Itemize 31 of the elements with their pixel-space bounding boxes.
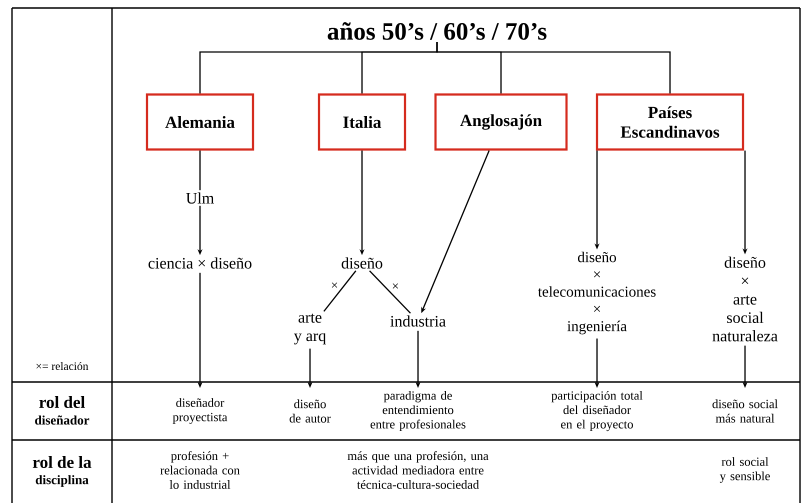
country-box: Países Escandinavos bbox=[596, 93, 744, 151]
connector-line bbox=[369, 270, 411, 314]
table-cell: participación total del diseñador en el proyecto bbox=[551, 390, 643, 432]
concept-text: Ulm bbox=[186, 192, 214, 204]
concept-text: arte y arq bbox=[294, 314, 326, 344]
concept-text: diseño × arte social naturaleza bbox=[712, 256, 778, 342]
row-header: diseñador bbox=[35, 415, 90, 425]
table-cell: más que una profesión, una actividad mediadora entre técnica-cultura-sociedad bbox=[348, 451, 488, 489]
table-cell: rol social y sensible bbox=[720, 457, 770, 483]
table-cell: diseñador proyectista bbox=[172, 398, 228, 424]
table-cell: paradigma de entendimiento entre profesionales bbox=[370, 390, 466, 432]
legend-note: ×= relación bbox=[36, 362, 88, 370]
country-box: Anglosajón bbox=[434, 93, 568, 151]
title: años 50’s / 60’s / 70’s bbox=[328, 22, 546, 40]
row-header: disciplina bbox=[36, 475, 89, 487]
table-cell: profesión + relacionada con lo industrial bbox=[160, 451, 240, 489]
edge-label: × bbox=[330, 282, 339, 290]
row-header: rol del bbox=[39, 396, 85, 408]
table-cell: diseño social más natural bbox=[712, 399, 778, 423]
country-box: Alemania bbox=[146, 93, 254, 151]
country-box: Italia bbox=[318, 93, 406, 151]
row-header: rol de la bbox=[32, 456, 92, 468]
table-cell: diseño de autor bbox=[290, 399, 331, 423]
connector-line bbox=[199, 150, 201, 190]
edge-label: × bbox=[391, 282, 400, 291]
concept-text: ciencia × diseño bbox=[148, 257, 252, 269]
connector-line bbox=[436, 42, 671, 94]
concept-text: diseño × telecomunicaciones × ingeniería bbox=[538, 252, 656, 334]
concept-text: industria bbox=[390, 315, 446, 327]
connector-line bbox=[323, 270, 356, 312]
concept-text: diseño bbox=[342, 257, 382, 269]
